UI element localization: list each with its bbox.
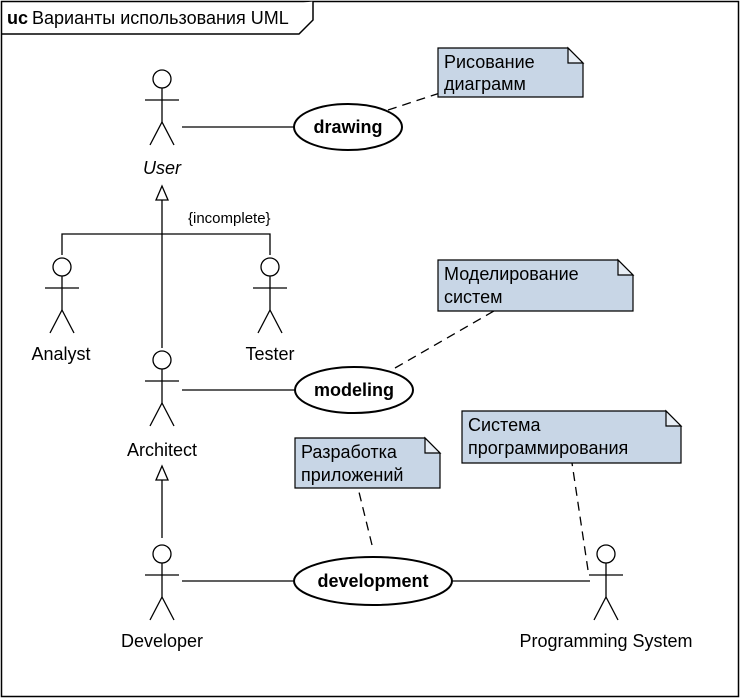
note-development-line2: приложений (301, 465, 403, 485)
note-programming-system[interactable]: Система программирования (461, 409, 683, 464)
use-case-drawing[interactable]: drawing (293, 103, 403, 151)
actor-programming-system[interactable] (589, 544, 623, 621)
note-development-line1: Разработка (301, 442, 398, 462)
frame-keyword: uc (7, 8, 28, 28)
frame-name: Варианты использования UML (32, 8, 289, 28)
actor-analyst-label: Analyst (31, 344, 90, 364)
actor-developer-label: Developer (121, 631, 203, 651)
frame-tab (1, 1, 314, 35)
actor-programming-system-label: Programming System (519, 631, 692, 651)
constraint-incomplete: {incomplete} (188, 210, 271, 227)
note-development[interactable]: Разработка приложений (294, 436, 442, 489)
note-drawing[interactable]: Рисование диаграмм (437, 46, 585, 98)
note-modeling[interactable]: Моделирование систем (437, 258, 635, 312)
note-modeling-line2: систем (444, 287, 502, 307)
actor-tester-label: Tester (245, 344, 294, 364)
actor-architect[interactable] (145, 350, 179, 427)
note-anchor-programming-system (571, 462, 589, 571)
use-case-development-label: development (317, 571, 428, 591)
use-case-modeling[interactable]: modeling (294, 366, 414, 414)
use-case-development[interactable]: development (293, 556, 453, 606)
generalization-arrowhead-user (155, 184, 169, 201)
note-drawing-line2: диаграмм (444, 74, 526, 94)
note-programming-system-line1: Система (468, 415, 541, 435)
use-case-drawing-label: drawing (313, 117, 382, 137)
actor-user[interactable] (145, 69, 179, 146)
generalization-arrowhead-architect (155, 464, 169, 481)
note-modeling-line1: Моделирование (444, 264, 579, 284)
note-anchor-modeling (394, 310, 495, 369)
actor-user-label: User (143, 158, 182, 178)
generalization-analyst-tester (61, 233, 271, 255)
note-drawing-line1: Рисование (444, 52, 535, 72)
actor-developer[interactable] (145, 544, 179, 621)
actor-architect-label: Architect (127, 440, 197, 460)
use-case-modeling-label: modeling (314, 380, 394, 400)
note-anchor-drawing (387, 92, 441, 111)
actor-tester[interactable] (253, 257, 287, 334)
note-anchor-development (357, 487, 373, 546)
actor-analyst[interactable] (45, 257, 79, 334)
note-programming-system-line2: программирования (468, 438, 628, 458)
